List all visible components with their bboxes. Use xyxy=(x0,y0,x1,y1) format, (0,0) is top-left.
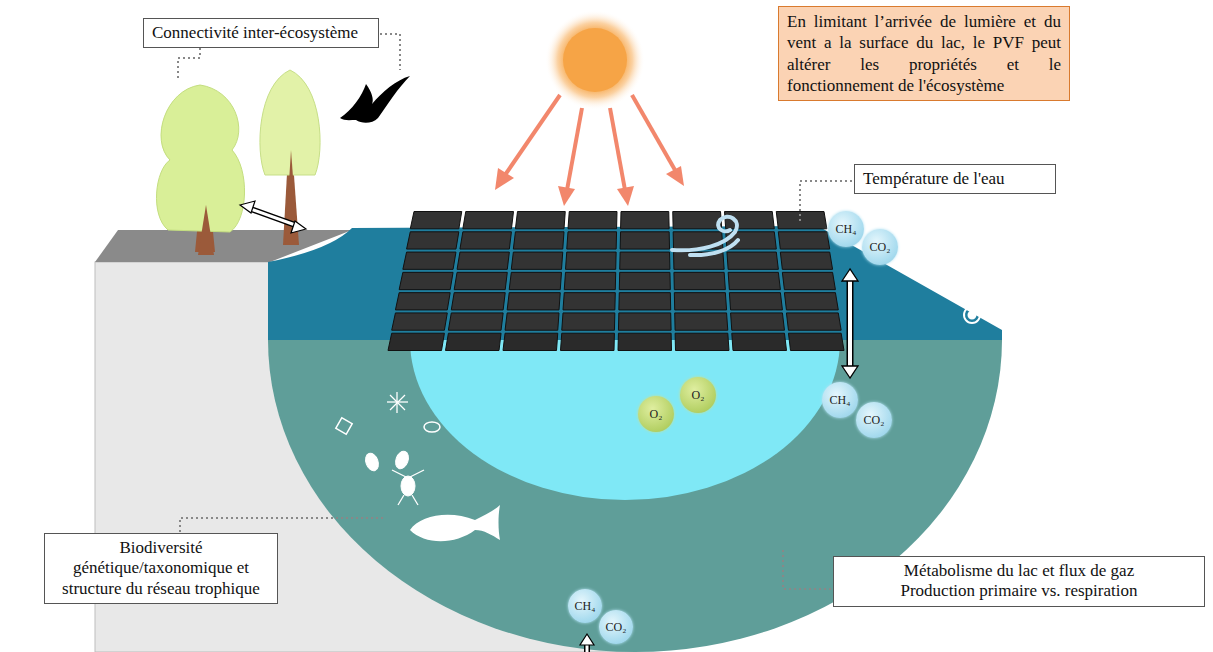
pv-panel xyxy=(563,293,615,310)
pv-panel xyxy=(460,232,511,249)
pv-panel xyxy=(619,272,670,289)
plankton xyxy=(336,392,440,505)
pv-panel xyxy=(674,272,725,289)
pv-panel xyxy=(728,272,780,289)
pv-panel xyxy=(675,333,729,350)
label-box: Connectivité inter-écosystème xyxy=(143,18,379,48)
node-text: CO₂ xyxy=(864,413,885,428)
pv-panel xyxy=(513,232,564,249)
pv-panel xyxy=(448,313,503,330)
pv-panel xyxy=(399,272,453,289)
pv-panel xyxy=(509,272,561,289)
pv-panel xyxy=(562,313,615,330)
pv-panel xyxy=(403,252,456,269)
pv-panel xyxy=(515,212,565,229)
pv-panel xyxy=(564,272,615,289)
exchange-arrow xyxy=(240,201,306,233)
node-text: Connectivité inter-écosystème xyxy=(152,23,370,43)
pv-panel xyxy=(784,293,838,310)
oxygen-bubble: O₂ xyxy=(638,396,674,432)
pv-panel xyxy=(454,272,507,289)
pv-panel xyxy=(503,333,558,350)
pv-panel xyxy=(674,293,726,310)
gas-bubble: CH₄ xyxy=(822,382,858,418)
pv-panel xyxy=(505,313,559,330)
pv-panel xyxy=(392,313,448,330)
pv-panel xyxy=(778,232,829,249)
pv-panel xyxy=(786,313,841,330)
node-text: CH₄ xyxy=(575,599,596,614)
pv-panel xyxy=(451,293,505,310)
wind-swirl xyxy=(672,217,738,255)
exchange-connector xyxy=(842,269,858,378)
pv-panel xyxy=(410,212,461,229)
pv-panel xyxy=(788,333,844,350)
sediment-arrow xyxy=(580,634,594,652)
node-text: CO₂ xyxy=(870,240,891,255)
pv-panel xyxy=(729,293,782,310)
node-text: Biodiversité génétique/taxonomique et st… xyxy=(53,538,269,599)
pv-panel xyxy=(395,293,450,310)
pv-panel xyxy=(507,293,560,310)
node-text: O₂ xyxy=(650,407,663,422)
gas-bubble: CO₂ xyxy=(599,610,633,644)
pv-panel xyxy=(620,252,670,269)
label-box: Métabolisme du lac et flux de gazProduct… xyxy=(833,556,1205,607)
pv-panel xyxy=(446,333,502,350)
trees xyxy=(156,70,320,255)
thermometer-icon xyxy=(964,276,985,323)
pv-panel xyxy=(780,252,832,269)
pv-panel xyxy=(618,313,671,330)
gas-bubble: CH₄ xyxy=(828,211,864,247)
node-text: CH₄ xyxy=(830,393,851,408)
pv-panel xyxy=(731,313,785,330)
node-text: Métabolisme du lac et flux de gaz xyxy=(842,561,1196,581)
pv-panel xyxy=(776,212,827,229)
lake-surface xyxy=(268,226,1002,340)
pv-panel xyxy=(407,232,459,249)
bird xyxy=(340,76,410,123)
pv-panel xyxy=(727,252,778,269)
pv-panel xyxy=(618,333,672,350)
shaded-zone xyxy=(410,340,840,500)
gas-bubble: CH₄ xyxy=(568,589,602,623)
node-text: CH₄ xyxy=(836,222,857,237)
note-box: En limitant l’arrivée de lumière et du v… xyxy=(778,6,1070,101)
pv-panel xyxy=(457,252,509,269)
pv-panel xyxy=(463,212,514,229)
pv-panel xyxy=(561,333,615,350)
pv-panel xyxy=(568,212,617,229)
sun-rays xyxy=(495,95,684,206)
pv-panel xyxy=(782,272,835,289)
node-text: CO₂ xyxy=(606,620,627,635)
label-box: Biodiversité génétique/taxonomique et st… xyxy=(44,533,278,604)
pv-panel xyxy=(732,333,787,350)
pv-panel xyxy=(619,293,671,310)
oxygen-bubble: O₂ xyxy=(680,377,716,413)
pv-panel xyxy=(621,212,670,229)
node-text: Production primaire vs. respiration xyxy=(842,581,1196,601)
leader-lines xyxy=(178,34,852,589)
node-text: Température de l'eau xyxy=(863,169,1047,189)
label-box: Température de l'eau xyxy=(854,164,1056,194)
pv-panel xyxy=(566,252,617,269)
pv-panel xyxy=(725,212,775,229)
gas-bubble: CO₂ xyxy=(862,229,898,265)
pv-panel xyxy=(567,232,617,249)
floating-pv xyxy=(388,212,844,351)
fish xyxy=(410,505,500,541)
pv-panel xyxy=(673,212,722,229)
pv-panel xyxy=(388,333,444,350)
node-text: En limitant l’arrivée de lumière et du v… xyxy=(787,11,1061,96)
pv-panel xyxy=(620,232,669,249)
pv-panel xyxy=(675,313,728,330)
pv-panel xyxy=(511,252,562,269)
gas-bubble: CO₂ xyxy=(856,402,892,438)
node-text: O₂ xyxy=(692,388,705,403)
